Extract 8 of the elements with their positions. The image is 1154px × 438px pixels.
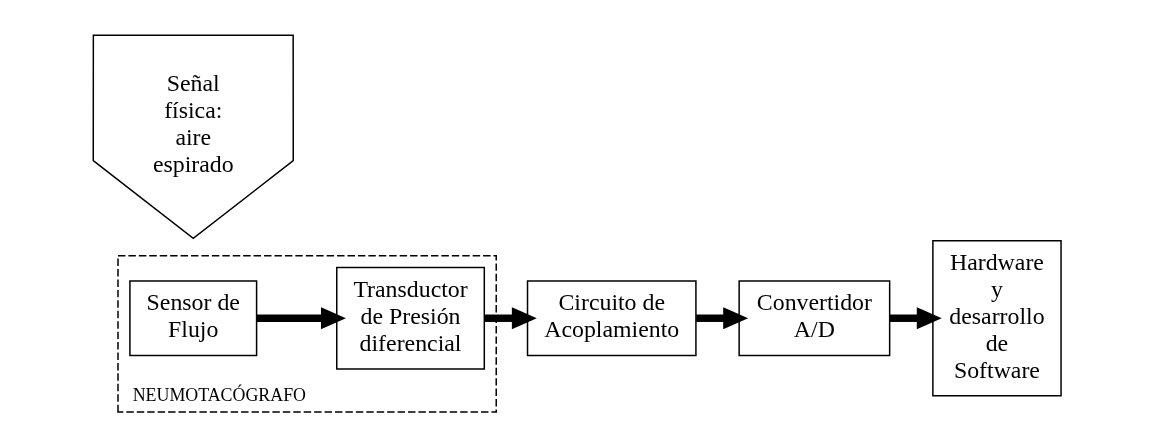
arrow	[889, 307, 942, 330]
node-box: Convertidor A/D	[738, 280, 891, 357]
arrow	[256, 307, 346, 330]
node-box: Circuito de Acoplamiento	[526, 280, 697, 357]
arrow	[484, 307, 537, 330]
node-box: Sensor de Flujo	[129, 280, 258, 357]
node-box: Transductor de Presión diferencial	[336, 266, 486, 370]
node-box: Hardware y desarrollo de Software	[932, 240, 1062, 397]
